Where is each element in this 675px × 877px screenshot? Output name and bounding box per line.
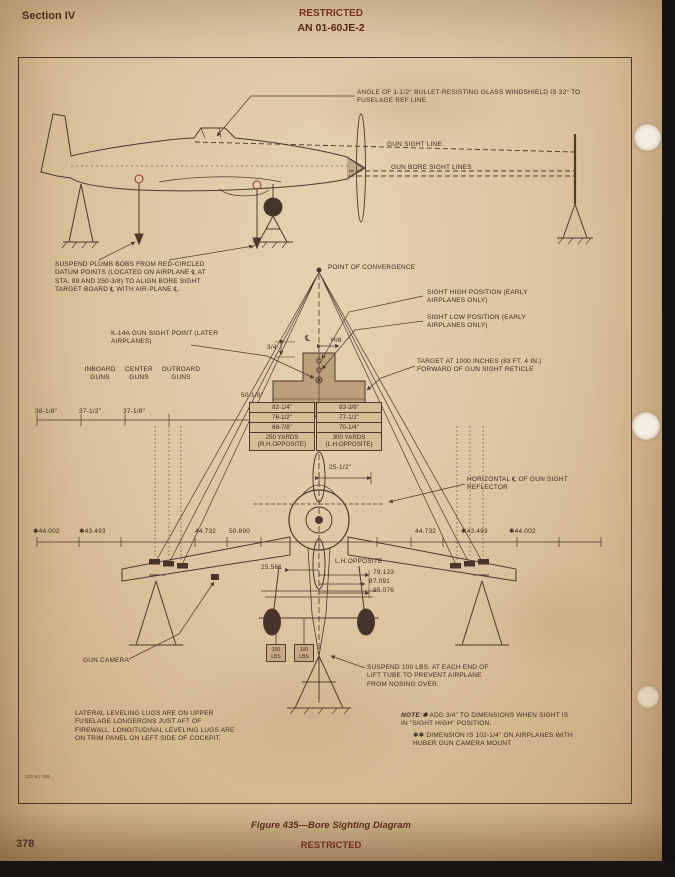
dim-value: 70-1/4" [317,423,381,433]
reflector-line [253,483,466,505]
doc-number: AN 01-60JE-2 [297,22,365,34]
scan-edge-right [662,0,675,877]
classification-bottom: RESTRICTED [300,840,362,851]
weight-100lbs-right: 100 LBS [294,644,314,662]
center-guns-label: CENTER GUNS [125,366,153,382]
classification-top: RESTRICTED [299,8,363,19]
target-board-side [557,134,593,245]
span-dim-2: 37-1/2" [79,408,102,415]
dim-value: 77-1/2" [317,413,381,423]
dim-value: 76-1/2" [250,413,314,423]
aircraft-front-view [121,451,517,657]
leader-lines-side [98,95,355,261]
small-dimension-arrows [275,340,340,358]
span-dim-3: 37-1/8" [123,408,146,415]
nested-dimension-lines [285,567,370,598]
tail-tripod-and-lift-tube [259,617,379,715]
range-opposite: (R.H.OPPOSITE) [257,441,307,448]
range-opposite: (L.H.OPPOSITE) [325,441,373,448]
gun-muzzles [149,559,489,580]
punch-hole [637,686,659,708]
dim-value: 82-1/4" [250,403,314,413]
station-dim: 50.890 [229,528,251,535]
nested-dim: 87.091 [369,578,391,585]
nested-dim: 95.076 [373,587,395,594]
station-dim: ✱44.002 [509,528,536,535]
point-of-convergence-label: POINT OF CONVERGENCE [328,264,416,271]
scan-edge-bottom [0,861,675,877]
footnote-2-marker: ✱✱ [413,731,425,739]
sight-high-label: SIGHT HIGH POSITION (EARLY AIRPLANES ONL… [427,289,528,305]
gun-camera-label: GUN CAMERA [83,657,130,664]
figure-435-diagram: ANGLE OF 1-1/2° BULLET-RESISTING GLASS W… [18,57,632,804]
gun-bore-sight-lines-label: GUN BORE SIGHT LINES [391,164,472,171]
footnote-2-text: DIMENSION IS 102-1/4" ON AIRPLANES WITH … [413,731,573,747]
figure-caption: Figure 435—Bore Sighting Diagram [251,820,411,831]
dim-50-1-8: 50-1/8" [241,392,264,399]
k14a-sight-note: K-14A GUN SIGHT POINT (LATER AIRPLANES) [111,330,219,346]
plate-number: 122-61-195 [25,774,51,779]
range-yards: 250 YARDS [265,434,299,441]
page-number: 378 [16,838,35,850]
range-yards: 300 YARDS [332,434,366,441]
tail-jack-stand [61,183,99,249]
station-dim: ✱44.002 [33,528,60,535]
main-wheels-front [263,565,375,636]
reflector-centerline-note: HORIZONTAL ℄ OF GUN SIGHT REFLECTOR [467,476,568,492]
span-dim-1: 38-1/8" [35,408,58,415]
windshield-angle-note: ANGLE OF 1-1/2° BULLET-RESISTING GLASS W… [357,89,581,105]
nested-dim: 79.123 [373,569,395,576]
sight-low-label: SIGHT LOW POSITION (EARLY AIRPLANES ONLY… [427,314,526,330]
dim-value: 68-7/8" [250,423,314,433]
punch-hole [632,412,660,440]
punch-hole [634,124,661,151]
station-dim: ✱43.493 [461,528,488,535]
centerline-symbol: ℄ [305,334,311,343]
main-wheel-and-jack [251,184,293,249]
inboard-guns-label: INBOARD GUNS [84,366,116,382]
range-table-250yd: 82-1/4" 76-1/2" 68-7/8" 250 YARDS (R.H.O… [249,402,315,451]
dim-25-1-2-line [315,472,372,484]
propeller-side [346,113,366,223]
plumb-bobs [134,174,262,250]
range-table-300yd: 83-3/8" 77-1/2" 70-1/4" 300 YARDS (L.H.O… [316,402,382,451]
leveling-lugs-note: LATERAL LEVELING LUGS ARE ON UPPER FUSEL… [75,710,235,742]
range-label: 300 YARDS (L.H.OPPOSITE) [317,433,381,450]
footnote-1: NOTE:✱ ADD 3/4" TO DIMENSIONS WHEN SIGHT… [401,712,573,729]
footnote-1-text: ADD 3/4" TO DIMENSIONS WHEN SIGHT IS IN … [401,712,569,728]
footnote-2: ✱✱ DIMENSION IS 102-1/4" ON AIRPLANES WI… [401,732,573,749]
note-heading: NOTE:✱ [401,712,428,719]
wing-jack-stands [129,574,509,646]
section-heading: Section IV [22,10,76,22]
dim-25-561: 25.561 [261,564,283,571]
station-dimension-line [36,537,602,547]
range-label: 250 YARDS (R.H.OPPOSITE) [250,433,314,450]
weight-100lbs-left: 100 LBS [266,644,286,662]
lh-opposite-label: L.H.OPPOSITE [335,558,383,565]
sight-lines [71,141,576,177]
outboard-guns-label: OUTBOARD GUNS [161,366,201,382]
dim-h8: H/8 [331,337,342,344]
paper-shadow [0,810,675,862]
dim-value: 83-3/8" [317,403,381,413]
station-dim: ✱43.493 [79,528,106,535]
aircraft-side-silhouette [40,113,364,197]
station-dim: 44.732 [195,528,217,535]
gun-sight-line-label: GUN SIGHT LINE [387,141,443,148]
target-1000in-note: TARGET AT 1000 INCHES (83 FT. 4 IN.) FOR… [417,358,542,374]
suspend-weights-note: SUSPEND 100 LBS. AT EACH END OF LIFT TUB… [367,664,489,688]
footnotes-block: NOTE:✱ ADD 3/4" TO DIMENSIONS WHEN SIGHT… [401,712,573,748]
station-dim: 44.732 [415,528,437,535]
plumb-bob-note: SUSPEND PLUMB BOBS FROM RED-CIRCLED DATU… [55,261,206,293]
dim-3-4: 3/4 [267,344,277,351]
dim-25-1-2: 25-1/2" [329,464,352,471]
